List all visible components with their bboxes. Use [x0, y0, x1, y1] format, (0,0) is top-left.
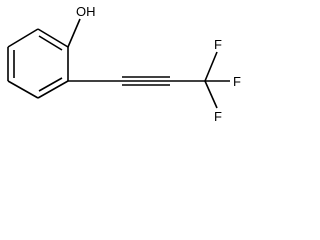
ring-bond-6	[7, 28, 39, 48]
ring-double-bond-inner-2	[38, 77, 63, 92]
fluorine-top-label: F	[214, 37, 222, 52]
ring-bond-3	[37, 80, 69, 99]
cf-bond-top	[204, 51, 218, 82]
molecule-structure: OH F F F	[7, 4, 241, 122]
benzene-ring	[7, 28, 69, 99]
cf-bond-bottom	[204, 80, 218, 109]
ring-bond-4	[7, 80, 39, 99]
fluorine-bottom-label: F	[214, 109, 222, 122]
triple-bond	[122, 76, 170, 86]
ring-double-bond-inner-1	[38, 35, 63, 51]
fluorine-right-label: F	[233, 74, 241, 89]
hydroxyl-label: OH	[76, 4, 96, 19]
hydroxyl-bond	[67, 18, 81, 48]
ring-bond-1	[37, 28, 69, 48]
